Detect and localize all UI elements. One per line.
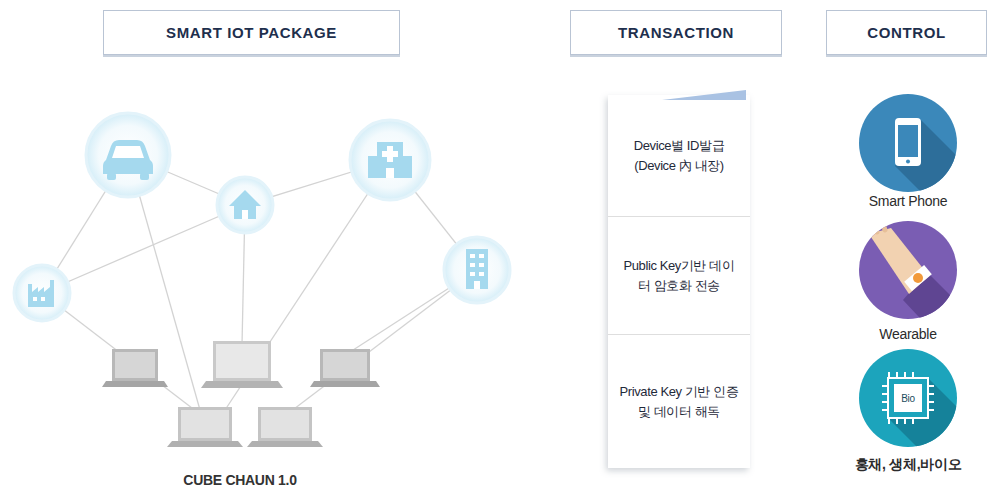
laptop-screen: [320, 349, 370, 381]
building-body: [466, 249, 488, 289]
section-header: CONTROL: [826, 10, 987, 55]
laptop-screen: [213, 341, 271, 381]
step-text: Public Key기반 데이터 암호화 전송: [618, 256, 740, 295]
step-text: Private Key 기반 인증 및 데이터 해독: [618, 382, 740, 421]
car-window: [112, 146, 144, 158]
watch-band: [904, 265, 932, 291]
house-door: [242, 210, 248, 219]
hospital-main: [377, 142, 403, 178]
laptop-base: [201, 381, 283, 388]
car-body: [103, 140, 153, 174]
laptop-base: [102, 381, 168, 387]
package-name: CUBE CHAUN 1.0: [183, 472, 296, 488]
laptop-screen: [258, 407, 312, 441]
laptop: [310, 349, 380, 387]
long-shadow: [895, 120, 973, 193]
building-window: [479, 254, 484, 258]
header-text: SMART IOT PACKAGE: [166, 24, 337, 41]
laptop-display: [323, 352, 367, 378]
laptop: [247, 407, 323, 447]
hospital-door: [386, 168, 394, 178]
panel-ribbon: [662, 90, 746, 100]
chip-label: Bio: [901, 393, 915, 404]
hospital-cross: [382, 151, 398, 157]
step-text: Device별 ID발급 (Device 內 내장): [618, 136, 740, 175]
building-window: [470, 272, 475, 276]
laptop-base: [167, 441, 243, 447]
chip-core: [894, 384, 922, 412]
circle-outline: [843, 93, 973, 193]
circle-label: 홍채, 생체,바이오: [855, 456, 962, 474]
house-roof: [229, 190, 261, 206]
laptop: [167, 407, 243, 447]
building-windows: [470, 254, 484, 289]
hospital-icon: [350, 120, 430, 200]
icon: [895, 118, 973, 193]
car-wheel: [107, 173, 116, 180]
circle-label: Wearable: [879, 326, 936, 342]
glow-circle: [217, 177, 273, 233]
laptop-display: [261, 410, 309, 438]
section-header: SMART IOT PACKAGE: [103, 10, 400, 55]
building-window: [470, 263, 475, 267]
laptop-screen: [178, 407, 232, 441]
header-text: TRANSACTION: [618, 24, 734, 41]
building-window: [479, 263, 484, 267]
icon: [863, 220, 973, 320]
transaction-step: Public Key기반 데이터 암호화 전송: [608, 217, 750, 335]
laptop-display: [216, 344, 268, 378]
section-header: TRANSACTION: [570, 10, 782, 55]
glow-circle: [86, 113, 170, 197]
laptop-base: [247, 441, 323, 447]
watch-face: [913, 273, 923, 283]
laptop: [102, 349, 168, 387]
building-door: [474, 281, 480, 289]
circle-outline: [843, 220, 973, 320]
laptop: [201, 341, 283, 388]
factory-shape: [28, 280, 54, 307]
glow-circle: [14, 265, 70, 321]
factory-window: [33, 297, 37, 301]
control-circle: Smart Phone: [843, 93, 973, 217]
hospital-wing: [402, 156, 412, 178]
circle-label: Smart Phone: [869, 193, 947, 209]
header-text: CONTROL: [867, 24, 945, 41]
glow-circle: [350, 120, 430, 200]
long-shadow: [888, 378, 973, 448]
hospital-wing: [368, 156, 378, 178]
factory-icon: [14, 265, 70, 321]
transaction-step: Device별 ID발급 (Device 內 내장): [608, 95, 750, 217]
building-window: [479, 272, 484, 276]
laptop-screen: [112, 349, 158, 381]
control-circle: Wearable: [843, 220, 973, 348]
control-circle: 홍채, 생체,바이오: [843, 348, 973, 478]
car-wheel: [140, 173, 149, 180]
building-window: [470, 254, 475, 258]
glow-circle: [444, 237, 510, 303]
long-shadow: [903, 272, 973, 320]
laptop-base: [310, 381, 380, 387]
transaction-step: Private Key 기반 인증 및 데이터 해독: [608, 335, 750, 468]
transaction-panel: [608, 95, 750, 468]
phone-body: [895, 118, 921, 166]
chip-pins: [882, 372, 934, 424]
network-line: [42, 293, 205, 418]
building-icon: [444, 237, 510, 303]
car-icon: [86, 113, 170, 197]
laptop-display: [115, 352, 155, 378]
house-icon: [217, 177, 273, 233]
chip-body: [888, 378, 928, 418]
phone-screen: [898, 125, 918, 157]
icon: [882, 372, 973, 448]
network-line: [290, 270, 477, 412]
network-line: [42, 205, 245, 293]
fingers: [863, 220, 885, 234]
factory-window: [41, 297, 45, 301]
house-body: [234, 204, 256, 219]
phone-button: [906, 160, 910, 164]
laptop-display: [181, 410, 229, 438]
